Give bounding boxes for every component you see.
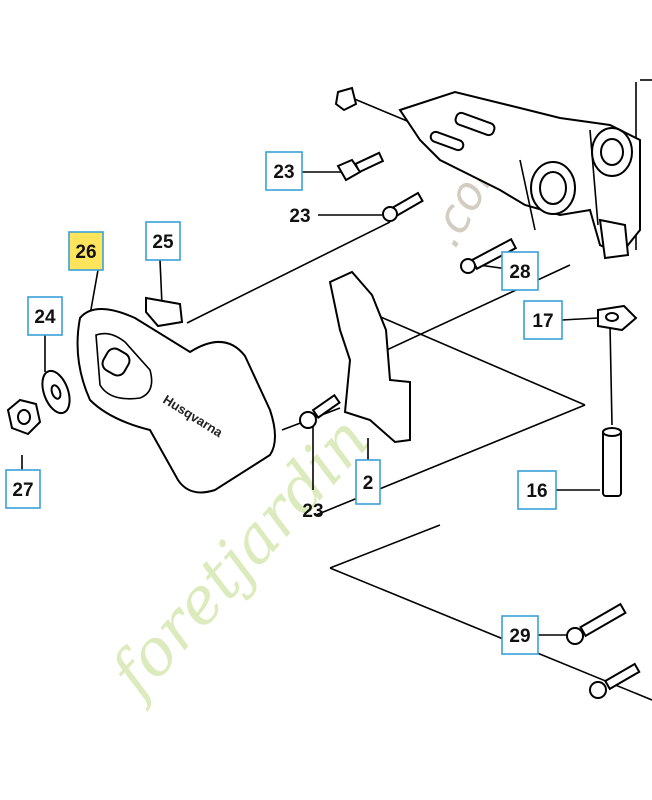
callout-23-middle-label: 23	[289, 206, 310, 227]
bolt-23-upper	[336, 151, 385, 182]
part-26-cover: Husqvarna	[76, 308, 276, 494]
bolt-bottom	[589, 662, 641, 699]
bolt-23-middle	[382, 191, 424, 222]
callout-24[interactable]: 24	[27, 296, 63, 336]
bolt-28	[460, 237, 518, 274]
callout-23-upper-label: 23	[273, 162, 294, 183]
bolt-23-lower	[299, 393, 341, 429]
callout-23-upper[interactable]: 23	[265, 151, 303, 191]
part-16-pin	[602, 427, 622, 497]
callout-28[interactable]: 28	[501, 251, 539, 291]
callout-25-label: 25	[152, 232, 174, 253]
callout-27[interactable]: 27	[5, 469, 41, 509]
engine-housing	[398, 90, 641, 260]
callout-25[interactable]: 25	[145, 221, 181, 261]
callout-16[interactable]: 16	[517, 470, 557, 510]
callout-26[interactable]: 26	[68, 231, 104, 271]
part-27-nut	[6, 398, 42, 436]
callout-28-label: 28	[509, 262, 530, 283]
callout-17-label: 17	[532, 311, 553, 332]
callout-17[interactable]: 17	[523, 300, 563, 340]
part-17-bushing	[597, 304, 638, 332]
part-2-plate	[328, 270, 411, 444]
part-24-washer	[41, 369, 71, 415]
callout-24-label: 24	[34, 307, 56, 328]
callout-27-label: 27	[12, 480, 33, 501]
callout-23-lower: 23	[302, 501, 323, 522]
bolt-29	[566, 602, 627, 645]
callout-2-label: 2	[363, 473, 374, 494]
callout-23-lower-label: 23	[302, 501, 323, 522]
callout-23-middle: 23	[289, 206, 310, 227]
callout-29[interactable]: 29	[501, 615, 539, 655]
callout-16-label: 16	[526, 481, 547, 502]
callout-2[interactable]: 2	[355, 459, 381, 505]
part-25-clip	[145, 296, 184, 328]
callout-29-label: 29	[509, 626, 530, 647]
callout-26-label: 26	[75, 242, 96, 263]
clip-part	[334, 86, 358, 112]
